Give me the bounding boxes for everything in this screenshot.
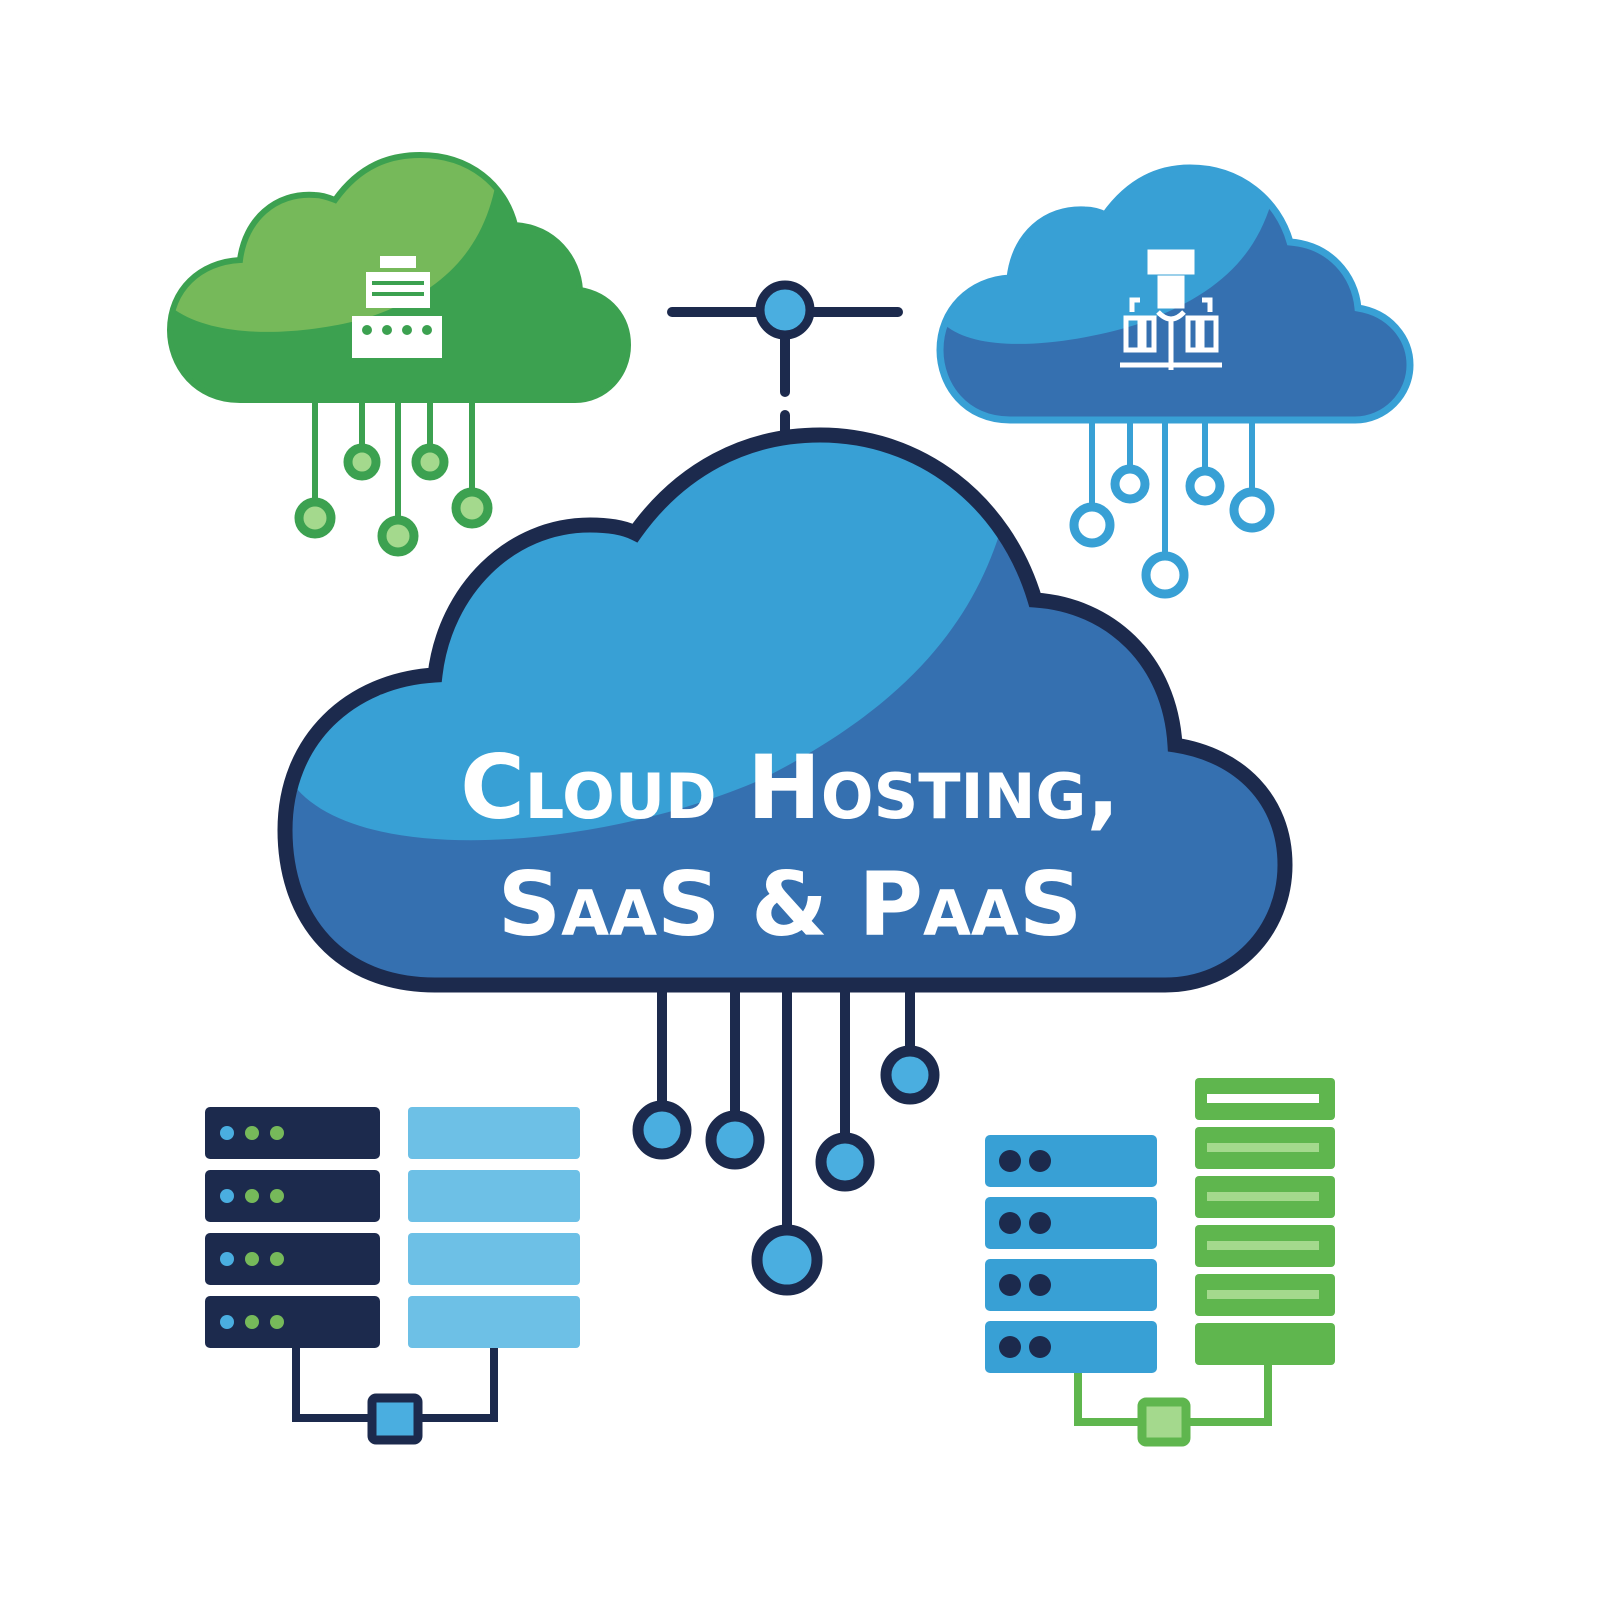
server-rack-blue (985, 1135, 1157, 1373)
green-cloud (166, 151, 632, 557)
main-cloud: Cloud Hosting, SaaS & PaaS (277, 427, 1293, 993)
green-cloud-nodes (294, 443, 493, 557)
server-icon (352, 256, 442, 358)
title-line-1: Cloud Hosting, (460, 736, 1120, 839)
server-rack-green (1195, 1078, 1335, 1365)
right-rack-link (1074, 1365, 1272, 1447)
left-rack-link (292, 1348, 498, 1445)
network-robot-icon (1120, 249, 1222, 370)
main-cloud-connectors (632, 985, 940, 1296)
server-rack-sky (408, 1107, 580, 1348)
title-line-2: SaaS & PaaS (498, 853, 1083, 956)
top-connector (667, 280, 903, 445)
top-node (755, 280, 815, 340)
main-cloud-nodes (632, 1045, 940, 1296)
blue-cloud-nodes (1069, 464, 1275, 599)
server-rack-dark (205, 1107, 380, 1348)
